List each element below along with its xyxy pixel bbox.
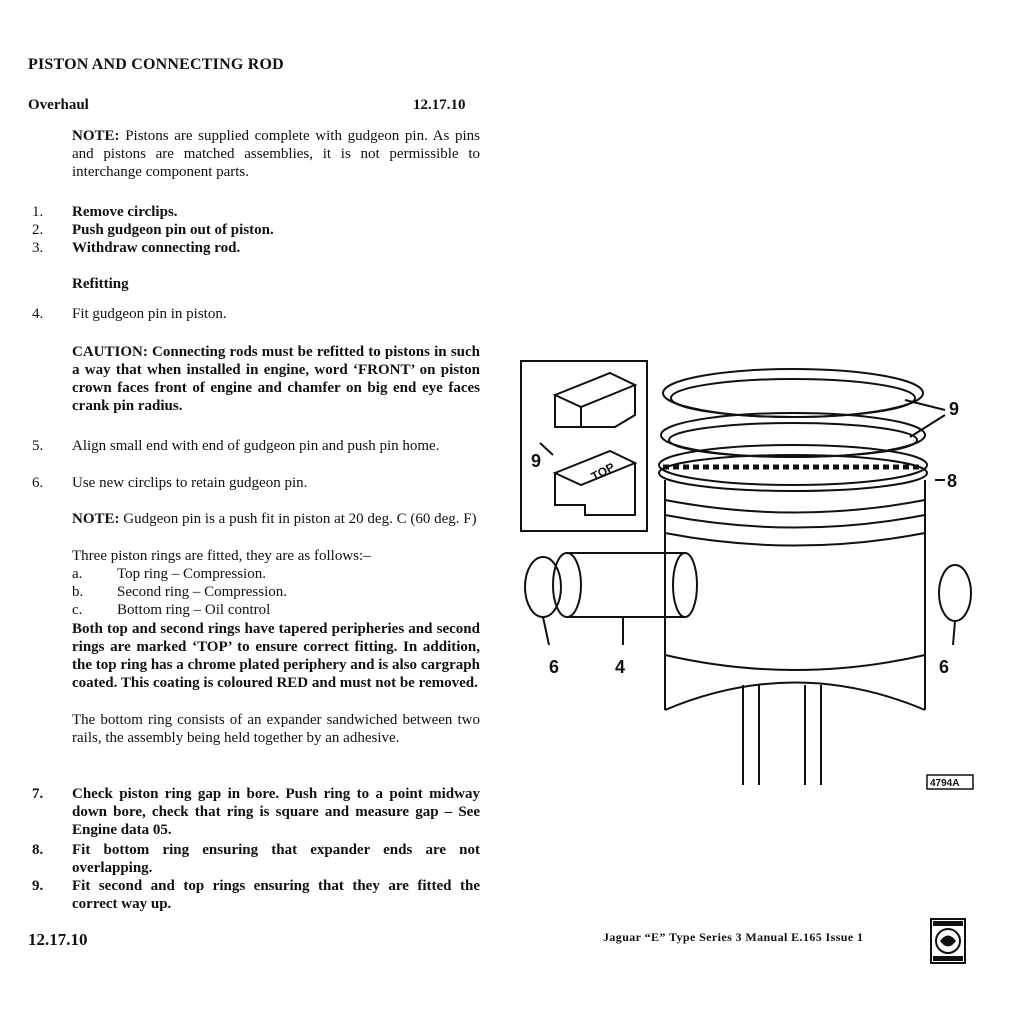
refitting-heading: Refitting — [72, 276, 129, 292]
step-text: Use new circlips to retain gudgeon pin. — [72, 475, 308, 491]
figure-id: 4794A — [930, 778, 959, 789]
footer-manual-title: Jaguar “E” Type Series 3 Manual E.165 Is… — [603, 930, 864, 944]
step-text: Fit second and top rings ensuring that t… — [72, 878, 480, 912]
step-text: Check piston ring gap in bore. Push ring… — [72, 786, 480, 838]
ring-list-item: a. Top ring – Compression. — [72, 565, 266, 583]
ring-text: Top ring – Compression. — [117, 566, 266, 582]
note-text: Gudgeon pin is a push fit in piston at 2… — [123, 511, 477, 527]
step-number: 8. — [32, 842, 44, 858]
caution-block: CAUTION: Connecting rods must be refitte… — [72, 343, 480, 415]
caution-text: Connecting rods must be refitted to pist… — [72, 344, 480, 414]
ring-list-item: b. Second ring – Compression. — [72, 583, 287, 601]
step-number: 5. — [32, 438, 44, 454]
callout-6: 6 — [549, 657, 559, 677]
step-text: Fit gudgeon pin in piston. — [72, 306, 227, 322]
footer-page-ref: 12.17.10 — [28, 930, 88, 949]
note-intro: NOTE: Pistons are supplied complete with… — [72, 127, 480, 181]
step-text: Push gudgeon pin out of piston. — [72, 222, 274, 238]
step-number: 1. — [32, 204, 44, 220]
figure-id-box — [926, 774, 974, 790]
inset-top-mark: TOP — [589, 460, 617, 484]
piston-diagram: 9 9 TOP 8 6 4 6 4794A — [520, 360, 974, 790]
ring-key: a. — [72, 566, 83, 582]
oil-control-ring — [658, 444, 928, 486]
ring-key: c. — [72, 602, 83, 618]
callout-9: 9 — [531, 451, 541, 471]
step-number: 7. — [32, 786, 44, 802]
callout-9: 9 — [949, 399, 959, 419]
step-number: 2. — [32, 222, 44, 238]
page-title: PISTON AND CONNECTING ROD — [28, 56, 284, 73]
ring-list-item: c. Bottom ring – Oil control — [72, 601, 270, 619]
note-text: Pistons are supplied complete with gudge… — [72, 128, 481, 180]
ring-key: b. — [72, 584, 84, 600]
rings-description: Both top and second rings have tapered p… — [72, 621, 480, 691]
note-gudgeon: NOTE: Gudgeon pin is a push fit in pisto… — [72, 510, 480, 528]
step-number: 4. — [32, 306, 44, 322]
circlip-left — [524, 556, 562, 618]
callout-4: 4 — [615, 657, 625, 677]
circlip-right — [938, 564, 972, 622]
connecting-rod — [742, 685, 822, 785]
step-number: 3. — [32, 240, 44, 256]
ring-text: Second ring – Compression. — [117, 584, 287, 600]
step-number: 9. — [32, 878, 44, 894]
step-text: Remove circlips. — [72, 204, 178, 220]
caution-label: CAUTION: — [72, 344, 148, 360]
ring-section-detail — [552, 371, 638, 516]
note-label: NOTE: — [72, 128, 120, 144]
callout-8: 8 — [947, 471, 957, 491]
ring-text: Bottom ring – Oil control — [117, 602, 271, 618]
step-number: 6. — [32, 475, 44, 491]
section-ref: 12.17.10 — [413, 97, 466, 113]
bottom-ring-description: The bottom ring consists of an expander … — [72, 712, 480, 746]
step-text: Withdraw connecting rod. — [72, 240, 241, 256]
step-text: Fit bottom ring ensuring that expander e… — [72, 842, 480, 876]
rings-intro: Three piston rings are fitted, they are … — [72, 548, 371, 564]
section-title: Overhaul — [28, 97, 89, 113]
inset-frame — [520, 360, 648, 532]
step-text: Align small end with end of gudgeon pin … — [72, 438, 440, 454]
british-leyland-logo — [930, 918, 966, 964]
note-label: NOTE: — [72, 511, 120, 527]
piston-body — [664, 480, 926, 710]
callout-6: 6 — [939, 657, 949, 677]
